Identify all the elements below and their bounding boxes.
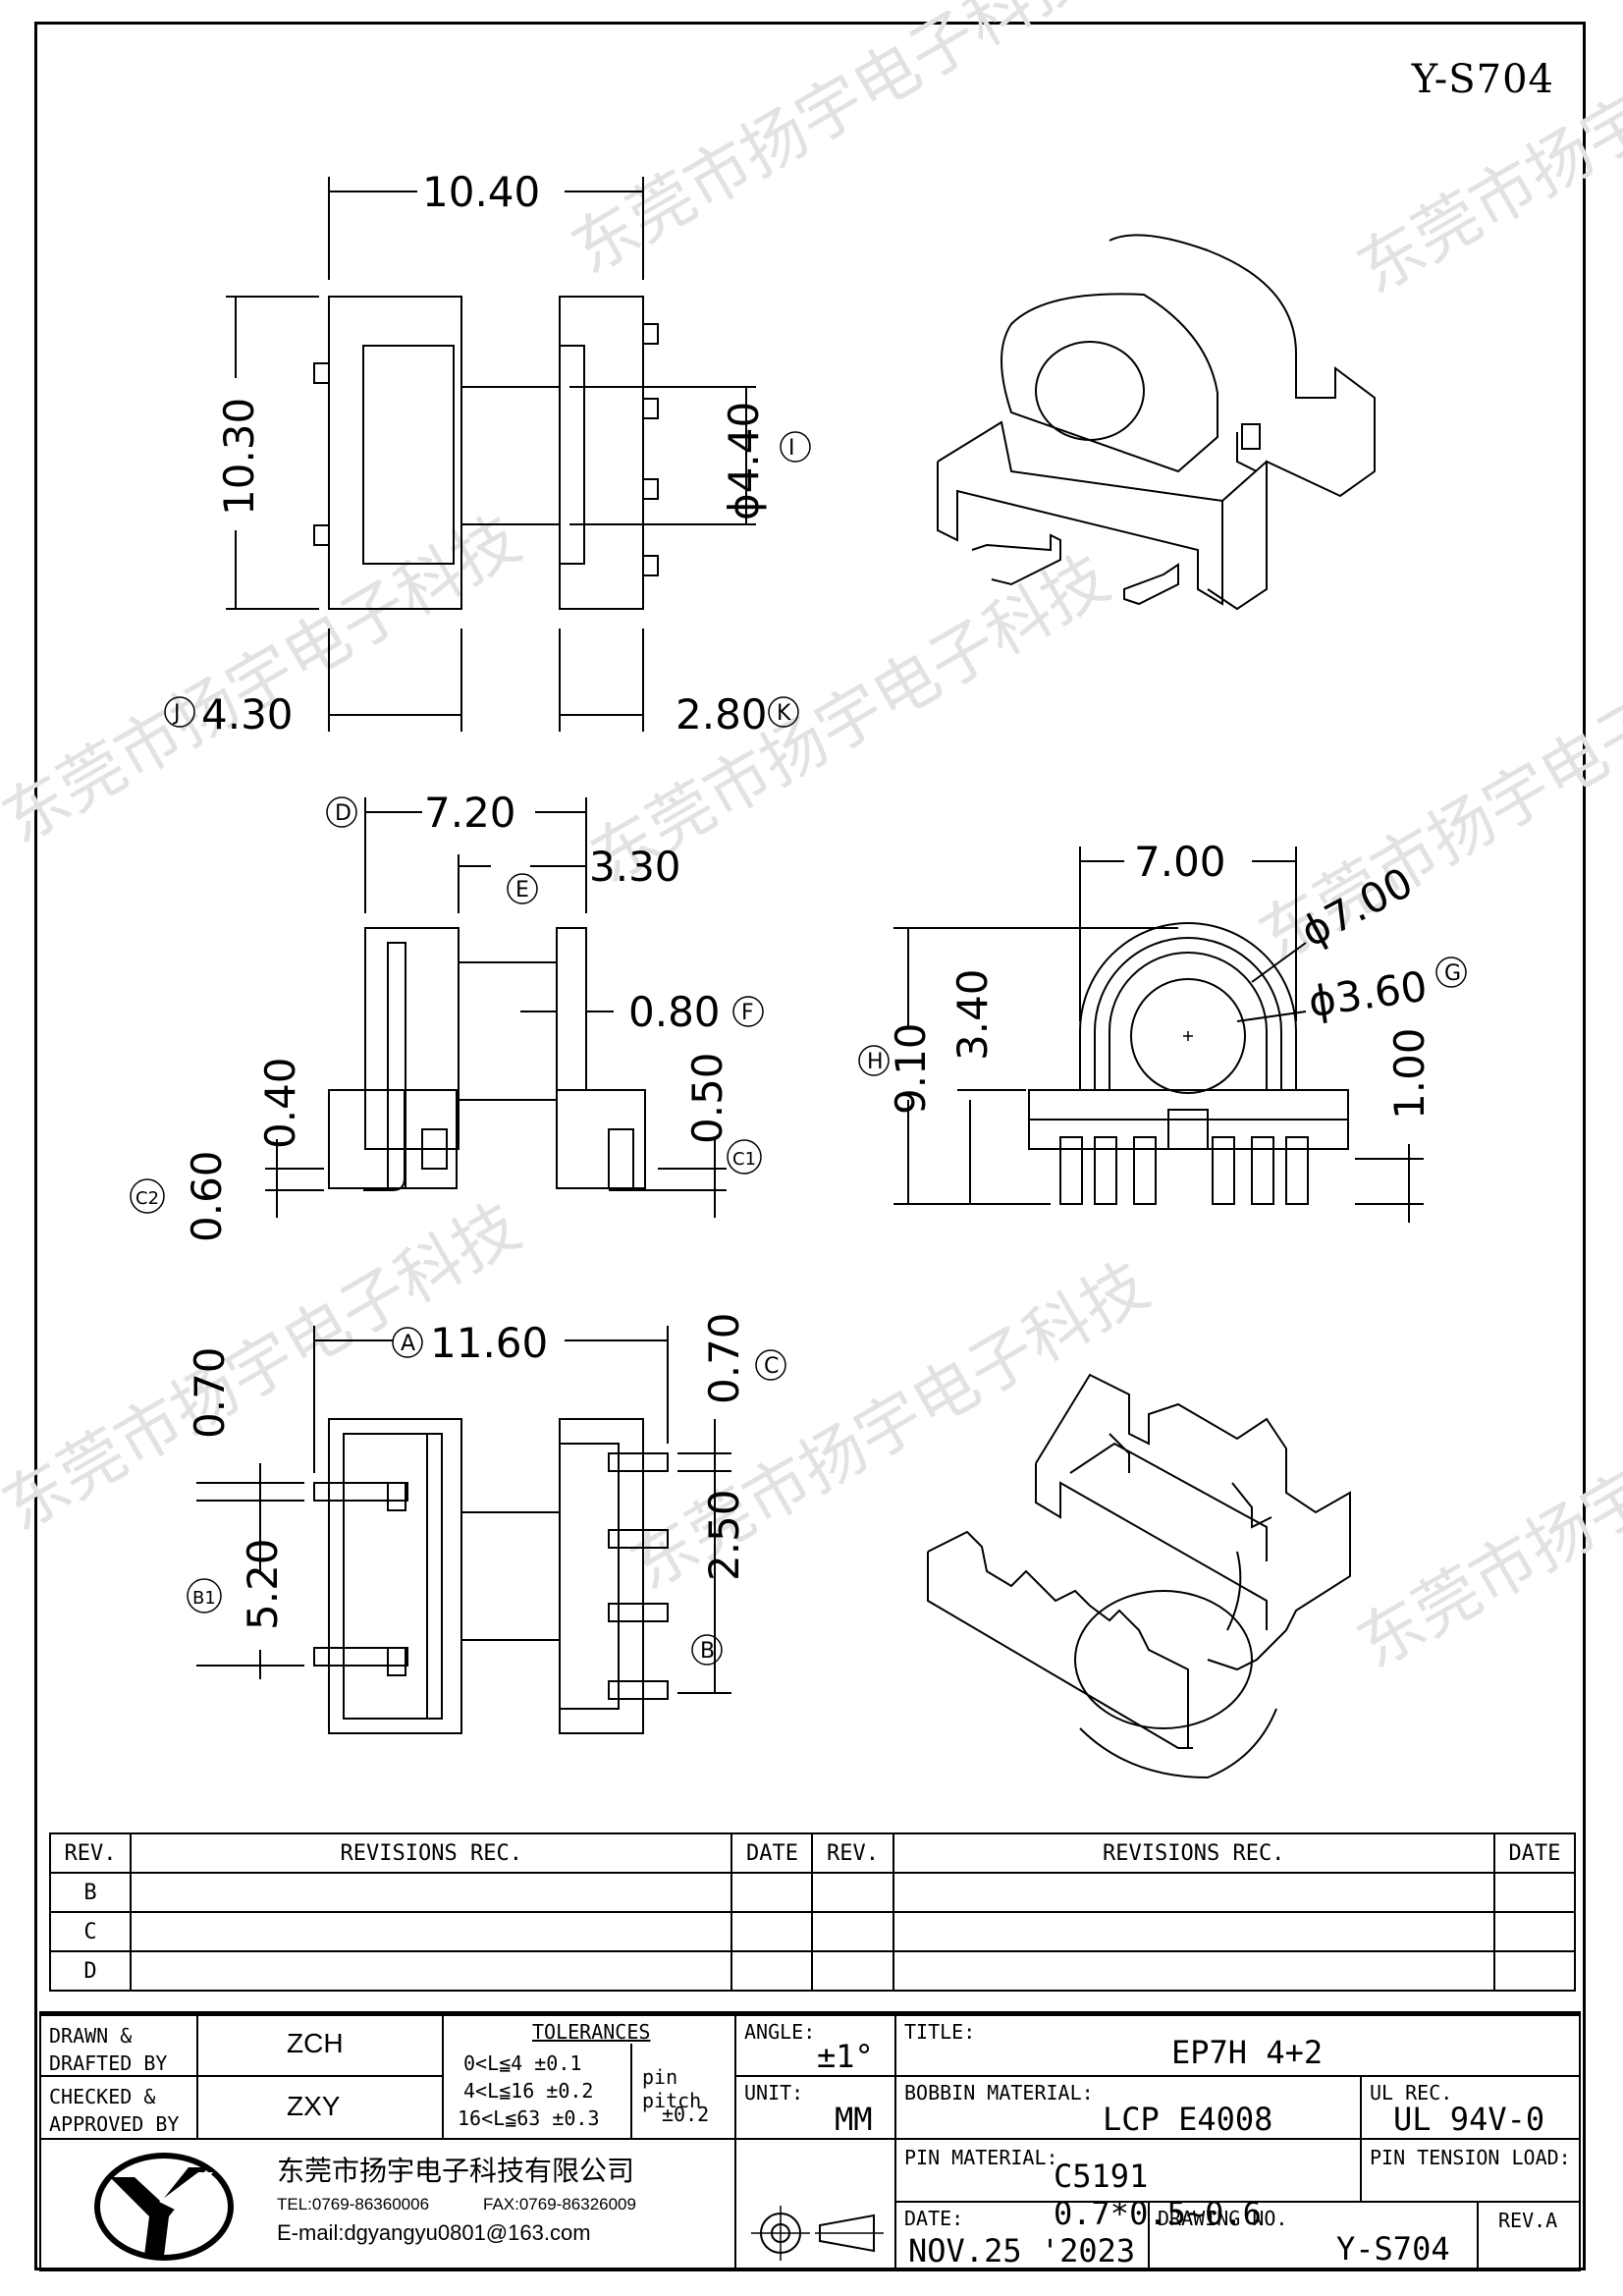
ref-balloon-d: D <box>326 796 357 828</box>
title-cell: TITLE:EP7H 4+2 <box>894 2014 1581 2077</box>
svg-text:B1: B1 <box>192 1588 216 1609</box>
rev-header-2: REV. <box>811 1832 894 1874</box>
ref-balloon-j: J <box>164 696 195 728</box>
ref-balloon-e: E <box>507 873 538 904</box>
company-cell: 东莞市扬宇电子科技有限公司 TEL:0769-86360006 FAX:0769… <box>39 2138 736 2271</box>
front-view <box>893 847 1424 1223</box>
drawing-frame <box>34 22 1586 2270</box>
dim-bottom-left-pin: 0.70 <box>186 1346 234 1439</box>
dim-flange-right: 2.80 <box>676 690 768 738</box>
dim-wall: 0.80 <box>628 988 721 1036</box>
center-mark <box>1183 1031 1193 1041</box>
watermark-group: 东莞市扬宇电子科技 东莞市扬宇电子科技 东莞市扬宇电子科技 东莞市扬宇电子科技 … <box>0 0 1623 1683</box>
rec-header-2: REVISIONS REC. <box>892 1832 1495 1874</box>
ref-balloon-c2: C2 <box>130 1178 165 1214</box>
ref-balloon-b1: B1 <box>187 1578 222 1613</box>
ref-balloon-i: I <box>780 431 811 463</box>
dim-side-h1: 0.40 <box>256 1057 304 1149</box>
drawing-number-top: Y-S704 <box>1411 57 1554 102</box>
dim-side-h2: 0.50 <box>683 1052 731 1144</box>
date-cell: DATE:NOV.25 '2023 <box>894 2201 1150 2271</box>
revision-row: C <box>48 1911 1577 1952</box>
title-block: DRAWN & DRAFTED BY ZCH CHECKED & APPROVE… <box>39 2011 1581 2271</box>
iso-view-top <box>937 234 1376 611</box>
ref-balloon-k: K <box>768 696 799 728</box>
dim-front-inner-dia: ϕ3.60 <box>1306 962 1431 1026</box>
dim-top-height: 10.30 <box>215 398 263 516</box>
dim-bottom-span: 5.20 <box>239 1538 287 1630</box>
dim-side-width: 7.20 <box>424 789 516 837</box>
svg-text:A: A <box>401 1332 415 1356</box>
iso-view-bottom <box>927 1373 1351 1779</box>
watermark: 东莞市扬宇电子科技 <box>0 1188 532 1546</box>
bobbin-material-cell: BOBBIN MATERIAL:LCP E4008 <box>894 2075 1362 2140</box>
checked-label-cell: CHECKED & APPROVED BY <box>39 2075 198 2140</box>
watermark: 东莞市扬宇电子科技 <box>1345 1326 1623 1683</box>
dim-bottom-width: 11.60 <box>430 1319 548 1367</box>
dim-top-width: 10.40 <box>422 168 540 216</box>
dim-front-h2: 3.40 <box>948 968 997 1061</box>
dim-flange-left: 4.30 <box>201 690 294 738</box>
svg-text:C1: C1 <box>732 1149 756 1170</box>
company-name: 东莞市扬宇电子科技有限公司 <box>277 2155 635 2187</box>
ref-balloon-f: F <box>732 996 764 1027</box>
svg-text:G: G <box>1444 961 1461 986</box>
watermark: 东莞市扬宇电子科技 <box>1345 0 1623 308</box>
technical-drawing: 东莞市扬宇电子科技 东莞市扬宇电子科技 东莞市扬宇电子科技 东莞市扬宇电子科技 … <box>0 0 1623 1779</box>
dim-side-h3: 0.60 <box>183 1150 231 1242</box>
svg-text:H: H <box>867 1050 884 1074</box>
svg-text:K: K <box>777 701 791 726</box>
ref-balloon-c: C <box>755 1349 786 1381</box>
drawing-no-cell: DRAWING NO.Y-S704 <box>1148 2201 1479 2271</box>
date-header-2: DATE <box>1492 1832 1577 1874</box>
date-header: DATE <box>730 1832 814 1874</box>
company-email: E-mail:dgyangyu0801@163.com <box>277 2220 591 2245</box>
svg-text:F: F <box>741 1001 754 1025</box>
company-fax: FAX:0769-86326009 <box>483 2195 636 2214</box>
dim-front-h3: 1.00 <box>1385 1027 1434 1120</box>
dim-front-height: 9.10 <box>887 1022 935 1115</box>
drawn-label-cell: DRAWN & DRAFTED BY <box>39 2014 198 2077</box>
dim-core-dia: ϕ4.40 <box>720 402 768 520</box>
ref-balloon-g: G <box>1435 957 1467 988</box>
checked-value-cell: ZXY <box>196 2075 444 2140</box>
svg-text:J: J <box>172 701 181 726</box>
svg-text:C: C <box>764 1354 779 1379</box>
angle-cell: ANGLE:±1° <box>734 2014 896 2077</box>
side-view <box>265 797 727 1218</box>
tolerances-cell: TOLERANCES 0<L≦4 ±0.1 4<L≦16 ±0.2 16<L≦6… <box>442 2014 736 2140</box>
dim-bottom-pin-w: 0.70 <box>700 1312 748 1404</box>
ref-balloon-h: H <box>858 1045 890 1076</box>
dim-bottom-pitch: 2.50 <box>700 1489 748 1581</box>
yy-logo-icon <box>94 2153 234 2261</box>
ref-balloon-a: A <box>392 1327 423 1358</box>
ref-balloon-b: B <box>691 1634 723 1666</box>
company-tel: TEL:0769-86360006 <box>277 2195 430 2214</box>
revision-row: B <box>48 1872 1577 1913</box>
svg-text:I: I <box>788 436 795 461</box>
watermark: 东莞市扬宇电子科技 <box>560 0 1103 289</box>
svg-text:E: E <box>515 878 529 902</box>
rev-header: REV. <box>48 1832 133 1874</box>
dim-front-width: 7.00 <box>1134 838 1226 886</box>
drawn-value-cell: ZCH <box>196 2014 444 2077</box>
dim-side-inner: 3.30 <box>589 843 681 891</box>
pin-tension-cell: PIN TENSION LOAD: <box>1360 2138 1581 2203</box>
svg-text:C2: C2 <box>135 1188 159 1209</box>
unit-cell: UNIT:MM <box>734 2075 896 2140</box>
revisions-header-row: REV. REVISIONS REC. DATE REV. REVISIONS … <box>48 1832 1577 1874</box>
bottom-view <box>196 1326 731 1734</box>
top-view <box>226 177 756 732</box>
first-angle-projection-icon <box>751 2206 884 2261</box>
revisions-table: REV. REVISIONS REC. DATE REV. REVISIONS … <box>48 1832 1577 1992</box>
pin-material-cell: PIN MATERIAL:C5191 0.7*0.5~0.6 <box>894 2138 1362 2232</box>
rev-cell: REV.A <box>1477 2201 1581 2271</box>
ul-cell: UL REC.UL 94V-0 <box>1360 2075 1581 2140</box>
rec-header: REVISIONS REC. <box>130 1832 733 1874</box>
svg-text:B: B <box>700 1639 715 1664</box>
revision-row: D <box>48 1950 1577 1992</box>
ref-balloon-c1: C1 <box>727 1139 762 1175</box>
projection-cell <box>734 2138 896 2271</box>
svg-text:D: D <box>335 801 352 826</box>
